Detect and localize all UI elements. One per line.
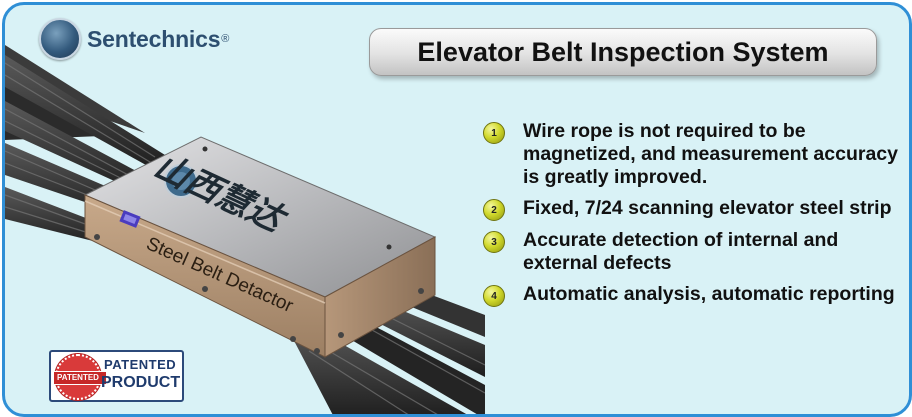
number-badge-icon: 1 (483, 122, 505, 144)
brand-name: Sentechnics (87, 25, 221, 52)
patent-line1: PATENTED (104, 357, 177, 372)
brand-logo: Sentechnics ® (39, 18, 230, 60)
number-badge-icon: 3 (483, 231, 505, 253)
seal-text: PATENTED (57, 372, 99, 382)
number-badge-icon: 2 (483, 199, 505, 221)
device-illustration: 山西慧达 Steel Belt Detactor (5, 45, 485, 414)
registered-mark: ® (221, 33, 230, 45)
brand-logo-icon (39, 18, 81, 60)
feature-item: 4 Automatic analysis, automatic reportin… (483, 283, 903, 307)
feature-text: Fixed, 7/24 scanning elevator steel stri… (523, 197, 892, 219)
patented-product-badge: PATENTED PATENTED PRODUCT (49, 350, 184, 402)
feature-item: 3 Accurate detection of internal and ext… (483, 229, 903, 275)
feature-list: 1 Wire rope is not required to be magnet… (483, 120, 903, 315)
detector-box (83, 136, 437, 358)
feature-text: Wire rope is not required to be magnetiz… (523, 120, 898, 188)
title-box: Elevator Belt Inspection System (369, 28, 877, 76)
feature-text: Automatic analysis, automatic reporting (523, 283, 895, 305)
feature-text: Accurate detection of internal and exter… (523, 229, 839, 274)
feature-item: 1 Wire rope is not required to be magnet… (483, 120, 903, 189)
feature-item: 2 Fixed, 7/24 scanning elevator steel st… (483, 197, 903, 221)
patent-line2: PRODUCT (101, 374, 181, 391)
patent-seal-icon: PATENTED (53, 354, 107, 400)
number-badge-icon: 4 (483, 285, 505, 307)
page-title: Elevator Belt Inspection System (417, 36, 829, 67)
